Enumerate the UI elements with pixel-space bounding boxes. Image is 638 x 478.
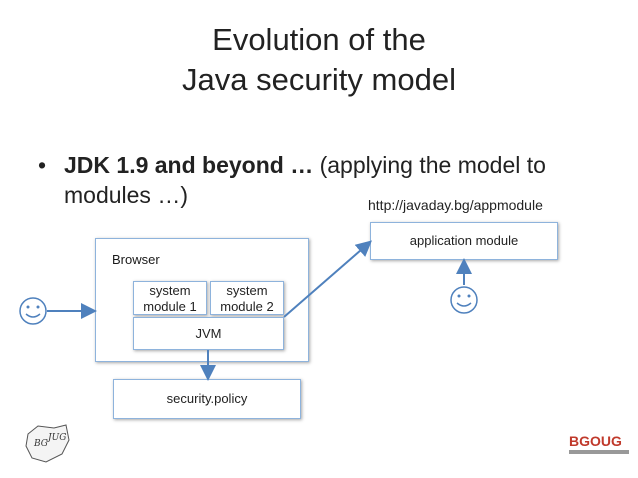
title-line-1: Evolution of the <box>212 22 426 57</box>
bullet-dot-icon: • <box>38 152 47 178</box>
user-smiley-right-icon <box>450 286 478 314</box>
bullet-bold-text: JDK 1.9 and beyond … <box>64 152 314 178</box>
application-module-box: application module <box>370 222 558 260</box>
security-policy-box: security.policy <box>113 379 301 419</box>
bgoug-logo: BGOUG <box>569 433 622 449</box>
browser-label: Browser <box>112 252 160 267</box>
user-smiley-left-icon <box>19 297 47 325</box>
slide-title: Evolution of the Java security model <box>0 20 638 100</box>
jvm-box: JVM <box>133 317 284 350</box>
system-module-1-box: system module 1 <box>133 281 207 315</box>
bg-jug-logo: BG JUG <box>25 424 70 463</box>
svg-text:JUG: JUG <box>46 433 66 443</box>
jvm-to-app-module-arrow <box>283 240 373 318</box>
app-module-url: http://javaday.bg/appmodule <box>368 197 543 213</box>
title-line-2: Java security model <box>182 62 456 97</box>
system-module-2-box: system module 2 <box>210 281 284 315</box>
bullet-text: (applying the model to modules …) <box>64 152 546 208</box>
bgoug-logo-tagline <box>569 450 629 454</box>
svg-text:BG: BG <box>33 439 48 449</box>
